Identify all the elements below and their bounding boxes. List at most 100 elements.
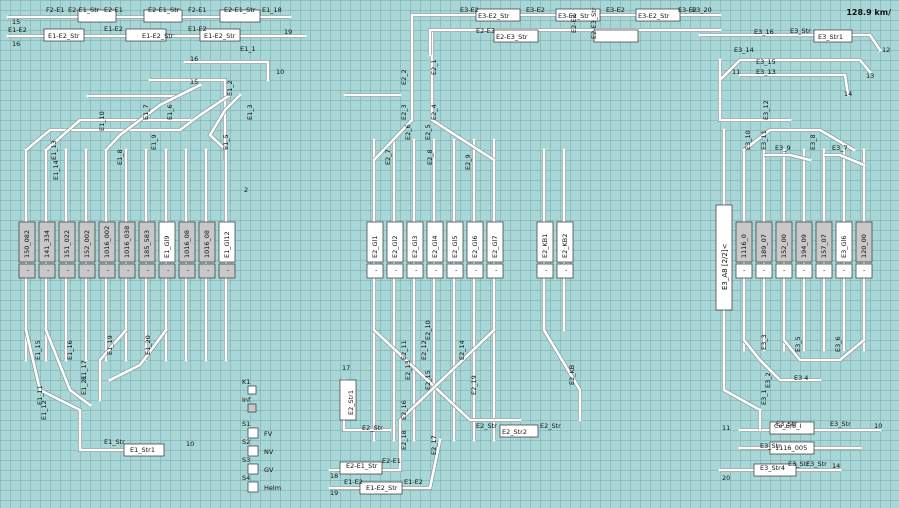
e1-track-box-4[interactable] [98, 221, 116, 263]
e3-str4-box[interactable] [753, 463, 797, 477]
e2-kb-label-2: E2_KB [568, 365, 576, 385]
tl-label-15: 19 [284, 28, 292, 36]
e3-track-box-0[interactable] [735, 221, 753, 263]
legend-checkbox-1[interactable] [247, 403, 257, 413]
e1-track-box-9[interactable] [198, 221, 216, 263]
e1-track-box-0[interactable] [18, 221, 36, 263]
e3-bottom-label-3: E3 4 [794, 374, 808, 382]
e2-track-box-5[interactable] [466, 221, 484, 263]
e2-track-box-1[interactable] [386, 221, 404, 263]
box-e1-e2-str-3[interactable] [199, 28, 241, 42]
e1-bottom-label-4: E1_20 [144, 335, 152, 355]
e3-bottom-label-15: 20 [722, 474, 730, 482]
e1-track-box-7[interactable] [158, 221, 176, 263]
e2-label-19: E2_1 [430, 59, 438, 75]
e2-track-box-3[interactable] [426, 221, 444, 263]
box-e1-e2-str-1[interactable] [43, 28, 85, 42]
e2-str2-box[interactable] [499, 424, 539, 438]
route-e3-13 [738, 73, 850, 97]
e3-big-box[interactable] [715, 204, 733, 311]
e1-track-label-6: 185_583 [143, 230, 151, 258]
box-e2-e1-str-3[interactable] [219, 9, 261, 23]
e3-track-status-3 [795, 263, 813, 279]
e3-track-box-1[interactable] [755, 221, 773, 263]
e3-ce-box[interactable] [769, 421, 815, 435]
legend-key-5: S4 [242, 474, 250, 482]
e1-track-box-3[interactable] [78, 221, 96, 263]
legend-checkbox-0[interactable] [247, 385, 257, 395]
legend-checkbox-4[interactable] [247, 463, 259, 475]
box-e2-e1-str-2[interactable] [143, 9, 183, 23]
e1-track-box-6[interactable] [138, 221, 156, 263]
box-e3-e2-str-3[interactable] [635, 8, 681, 22]
e1-bottom-label-6: E1_12 [40, 400, 48, 420]
e1-bottom-label-7: E1_11 [36, 385, 44, 405]
e2-str1-box[interactable] [339, 379, 357, 421]
e1-track-box-5[interactable] [118, 221, 136, 263]
e3-1116-box[interactable] [769, 441, 815, 455]
tl-label-27: E1_8 [116, 149, 124, 165]
e2-label-24: E2_13 [404, 360, 412, 380]
e2-label-21: E2_9 [464, 154, 472, 170]
tl-label-20: E1_2 [226, 80, 234, 96]
e3-bottom-label-10: 1116_005 [775, 444, 807, 452]
e3-track-box-2[interactable] [775, 221, 793, 263]
e1-track-box-1[interactable] [38, 221, 56, 263]
legend-label-4: GV [264, 466, 274, 474]
e1-bottom-label-2: E1_17 [80, 360, 88, 380]
legend-checkbox-3[interactable] [247, 445, 259, 457]
e2-label-31: E2_10 [424, 320, 432, 340]
e2-label-4: E2_Str [540, 422, 561, 430]
box-e3-e2-str-2[interactable] [555, 8, 601, 22]
e2-track-box-2[interactable] [406, 221, 424, 263]
e2-kb-box-0[interactable] [536, 221, 554, 263]
e1-track-box-10[interactable] [218, 221, 236, 263]
e2-fan-l [372, 28, 414, 162]
tl-label-25: E1_5 [222, 134, 230, 150]
e2-kb-box-1[interactable] [556, 221, 574, 263]
box-e2-e3-str-2[interactable] [593, 29, 639, 43]
e2-label-2: E2_Str [476, 422, 497, 430]
e2-track-status-5 [466, 263, 484, 279]
e1-bottom-label-5: E1_21 [80, 375, 88, 395]
e3-track-box-4[interactable] [815, 221, 833, 263]
e3-track-box-5[interactable] [835, 221, 853, 263]
box-e3-e2-str-1[interactable] [475, 8, 521, 22]
e1-bottom-label-3: E1_19 [106, 335, 114, 355]
e2-track-status-6 [486, 263, 504, 279]
e2-e1-str-box[interactable] [339, 461, 383, 475]
tr-label-16: E3_14 [734, 46, 754, 54]
route-e3-12-shadow [718, 80, 790, 122]
legend-checkbox-2[interactable] [247, 427, 259, 439]
legend-key-2: S1 [242, 420, 250, 428]
e2-track-box-0[interactable] [366, 221, 384, 263]
tr-label-19: 13 [866, 72, 874, 80]
box-e3-str1[interactable] [813, 29, 853, 43]
route-e3-13-shadow [740, 73, 850, 96]
e1-track-box-2[interactable] [58, 221, 76, 263]
e3-fan-t2 [762, 153, 812, 162]
e2-label-28: E2_17 [430, 435, 438, 455]
e3-track-box-3[interactable] [795, 221, 813, 263]
box-e2-e3-str-1[interactable] [493, 29, 539, 43]
e3-bottom-label-7: Ce_6/8_I [774, 422, 801, 430]
tl-label-2: E2-E1 [104, 6, 123, 14]
tr-label-3: E3-E2_Str [558, 12, 590, 20]
e1-track-box-8[interactable] [178, 221, 196, 263]
e1-track-status-mark-3: - [87, 266, 90, 274]
legend-checkbox-5[interactable] [247, 481, 259, 493]
box-e2-e1-str-1[interactable] [77, 9, 117, 23]
e1-track-label-7: E1_Gl9 [163, 236, 171, 258]
legend-label-3: NV [264, 448, 274, 456]
box-e1-str1[interactable] [123, 443, 165, 457]
e3-track-status-mark-0: - [743, 266, 746, 274]
e1-track-status-6 [138, 263, 156, 279]
box-e1-e2-str-2[interactable] [125, 28, 167, 42]
e3-fan-b1 [742, 338, 822, 382]
e1-e2-str-box[interactable] [359, 481, 403, 495]
e3-track-box-6[interactable] [855, 221, 873, 263]
e2-label-0: E2_Str [362, 424, 383, 432]
e2-track-box-4[interactable] [446, 221, 464, 263]
e2-track-box-6[interactable] [486, 221, 504, 263]
tr-label-18: E3_13 [756, 68, 776, 76]
